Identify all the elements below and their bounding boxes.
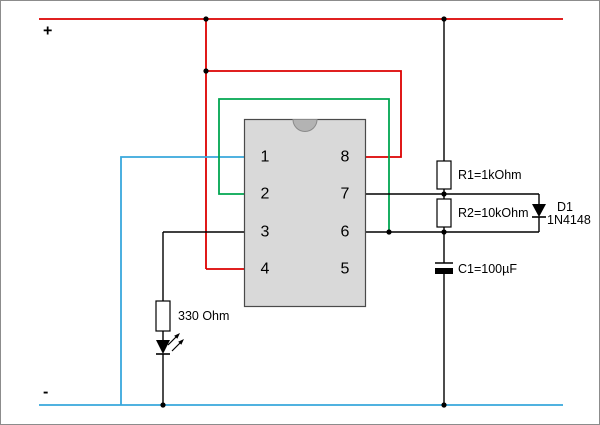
led-arrow-head (174, 333, 180, 339)
ic-notch (292, 119, 318, 132)
signal-wires-green (218, 98, 390, 232)
r2-label: R2=10kOhm (458, 206, 529, 220)
d1-part-label: 1N4148 (547, 213, 591, 227)
ic-timer: 1 2 3 4 8 7 6 5 (243, 118, 367, 308)
led-arrow-line (171, 342, 181, 352)
resistor-330-symbol (155, 300, 171, 332)
resistor-r2-symbol (436, 198, 452, 228)
junction-dot (203, 16, 209, 22)
junction-dot (441, 16, 447, 22)
led-arrow-line (167, 336, 177, 346)
junction-dots (160, 16, 447, 408)
junction-dot (441, 402, 447, 408)
led-arrow-head (178, 339, 184, 345)
d1-name-label: D1 (557, 200, 573, 214)
diode-triangle (532, 204, 546, 217)
led-symbol (156, 333, 184, 355)
signal-wire-path (218, 98, 390, 232)
pin-label-1: 1 (261, 149, 270, 166)
negative-rail-wires (39, 156, 563, 406)
led-triangle (156, 340, 170, 354)
pin-label-3: 3 (261, 224, 270, 241)
pin-label-5: 5 (341, 261, 350, 278)
r1-label: R1=1kOhm (458, 168, 522, 182)
junction-dot (386, 229, 392, 235)
negative-rail-label: - (43, 384, 48, 401)
capacitor-plate-thick (435, 268, 453, 274)
c1-label: C1=100µF (458, 262, 517, 276)
pin-label-7: 7 (341, 186, 350, 203)
black-wire-path (162, 19, 540, 405)
pin-label-2: 2 (261, 186, 270, 203)
resistor-r1-symbol (436, 160, 452, 190)
led-emission-arrows (167, 333, 184, 352)
positive-rail-wires (39, 18, 563, 270)
junction-dot (203, 68, 209, 74)
junction-dot (441, 229, 447, 235)
black-wires (162, 19, 540, 405)
diode-d1-symbol (532, 204, 546, 218)
positive-rail-label: + (43, 23, 52, 40)
junction-dot (441, 191, 447, 197)
junction-dot (160, 402, 166, 408)
led-resistor-label: 330 Ohm (178, 309, 229, 323)
negative-wire-path (39, 156, 563, 406)
positive-wire-path (39, 18, 563, 270)
pin-label-4: 4 (261, 261, 270, 278)
capacitor-c1-symbol (435, 262, 453, 274)
pin-label-8: 8 (341, 149, 350, 166)
pin-label-6: 6 (341, 224, 350, 241)
